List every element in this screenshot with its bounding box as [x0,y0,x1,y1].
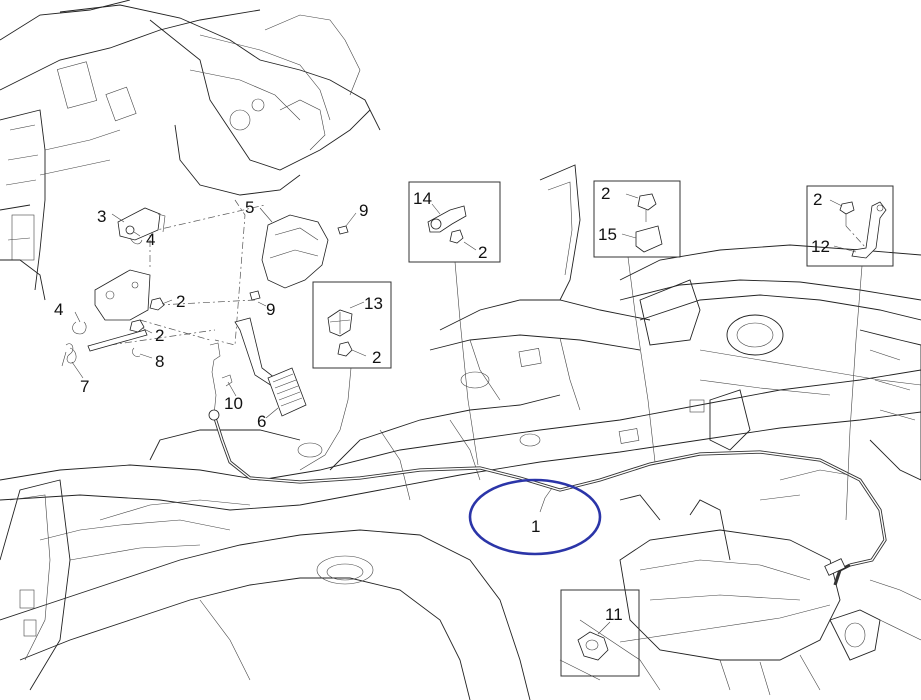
right-body-structure [539,164,921,696]
callout-6: 6 [257,412,266,431]
detail-box-11 [560,589,640,677]
callout-2-box12: 2 [813,190,822,209]
callout-9-upper: 9 [359,201,368,220]
callout-12: 12 [811,237,830,256]
callout-8: 8 [155,352,164,371]
callout-14: 14 [413,189,432,208]
callout-2-box15: 2 [601,184,610,203]
detail-box-15 [593,180,681,258]
detail-box-12 [806,185,894,267]
callout-7: 7 [80,377,89,396]
highlight-ellipse [468,478,602,556]
upper-body-structure [0,0,381,301]
callout-1: 1 [531,517,540,536]
callout-3: 3 [97,207,106,226]
parking-brake-cable [213,417,887,586]
callout-2-lower: 2 [155,326,164,345]
callout-11: 11 [605,605,623,624]
callout-4-upper: 4 [146,230,155,249]
callout-15: 15 [598,225,617,244]
chassis-frame [0,299,921,700]
callout-13: 13 [364,294,383,313]
callout-9-lower: 9 [266,300,275,319]
pedal-bracket-assembly [61,199,266,367]
pedal-and-cover [208,214,349,421]
callout-10: 10 [224,394,243,413]
callout-2-box13: 2 [372,348,381,367]
callout-4-left: 4 [54,300,63,319]
callout-labels: 1 2 2 2 2 2 2 3 4 4 5 6 7 8 9 9 10 11 12… [54,184,830,624]
callout-5: 5 [245,198,254,217]
callout-2-box14: 2 [478,243,487,262]
detail-box-14 [408,181,501,263]
callout-2-bracket: 2 [176,292,185,311]
leader-lines [71,207,863,643]
detail-box-13 [312,281,392,369]
